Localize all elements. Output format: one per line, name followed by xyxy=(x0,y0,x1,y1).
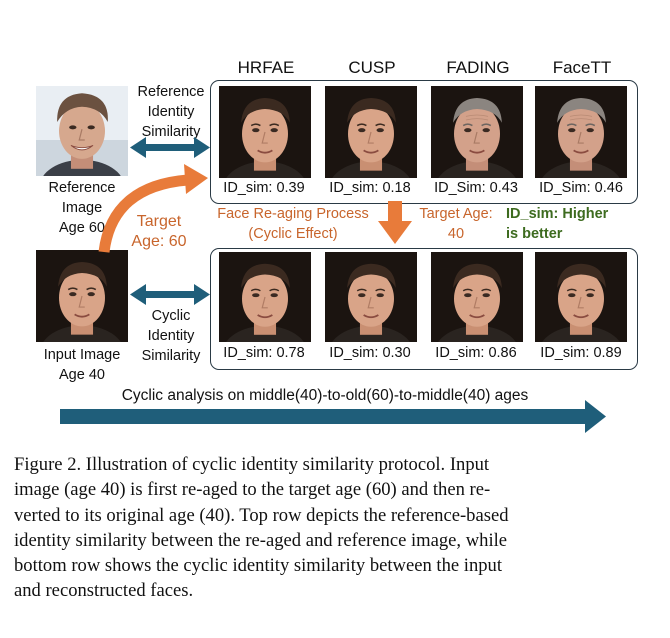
higher-is-better-note: ID_sim: Higher is better xyxy=(506,206,609,242)
reference-similarity-double-arrow xyxy=(130,137,210,158)
figure-arrows xyxy=(60,137,606,433)
caption-line: verted to its original age (40). Top row… xyxy=(14,504,509,526)
target-age-60-curved-arrow xyxy=(98,164,208,253)
target-age-40-label: Target Age: 40 xyxy=(419,206,493,242)
figure-caption: Figure 2. Illustration of cyclic identit… xyxy=(14,452,656,604)
cyclic-analysis-label: Cyclic analysis on middle(40)-to-old(60)… xyxy=(121,387,529,404)
bottom-score-hrfae: ID_sim: 0.78 xyxy=(223,345,305,361)
caption-line: and reconstructed faces. xyxy=(14,580,194,602)
target-age-40-down-arrow xyxy=(378,201,412,244)
caption-line: Figure 2. Illustration of cyclic identit… xyxy=(14,454,490,475)
method-label-hrfae: HRFAE xyxy=(237,58,295,77)
cyclic-analysis-arrow xyxy=(60,400,606,433)
bottom-score-cusp: ID_sim: 0.30 xyxy=(329,345,411,361)
face-reaging-process-label: Face Re-aging Process (Cyclic Effect) xyxy=(217,206,369,242)
bottom-score-fading: ID_sim: 0.86 xyxy=(435,345,517,361)
method-label-fading: FADING xyxy=(446,58,510,77)
target-age-60-label: Target Age: 60 xyxy=(131,213,187,250)
top-score-fading: ID_Sim: 0.43 xyxy=(434,180,518,196)
caption-line: image (age 40) is first re-aged to the t… xyxy=(14,479,491,501)
method-label-facett: FaceTT xyxy=(552,58,612,77)
caption-line: bottom row shows the cyclic identity sim… xyxy=(14,555,502,577)
caption-line: identity similarity between the re-aged … xyxy=(14,529,508,551)
top-score-facett: ID_Sim: 0.46 xyxy=(539,180,623,196)
top-score-hrfae: ID_sim: 0.39 xyxy=(223,180,305,196)
input-image-label: Input Image Age 40 xyxy=(43,347,121,383)
reference-identity-similarity-label: Reference Identity Similarity xyxy=(137,84,205,140)
top-score-cusp: ID_sim: 0.18 xyxy=(329,180,411,196)
bottom-score-facett: ID_sim: 0.89 xyxy=(540,345,622,361)
bottom-row-frame xyxy=(210,248,638,370)
reference-image-label: Reference Image Age 60 xyxy=(48,180,116,236)
top-row-frame xyxy=(210,80,638,204)
cyclic-identity-similarity-label: Cyclic Identity Similarity xyxy=(141,308,201,364)
method-label-cusp: CUSP xyxy=(348,58,396,77)
cyclic-similarity-double-arrow xyxy=(130,284,210,305)
